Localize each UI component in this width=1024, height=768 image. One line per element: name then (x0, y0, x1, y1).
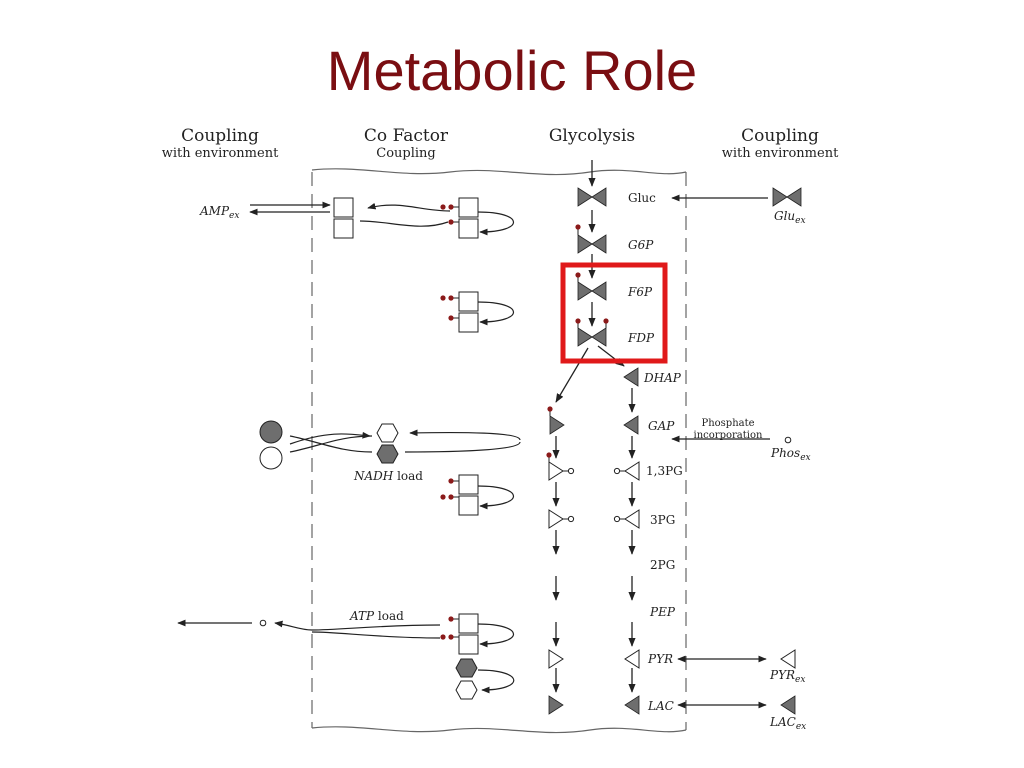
lac-right-glyph (624, 695, 640, 715)
label-pyr-ex: PYRex (769, 668, 805, 685)
atp-environment-dot (259, 619, 267, 627)
adp-cofactor-boxes (440, 197, 479, 239)
dhap-glyph (623, 367, 639, 387)
label-bpg: 1,3PG (646, 464, 683, 478)
glucose-glyph (577, 187, 607, 207)
lac-left-glyph (548, 695, 564, 715)
label-g6p: G6P (628, 238, 654, 252)
f6p-glyph (575, 272, 607, 301)
label-phosphate-line2: incorporation (694, 430, 763, 441)
bpg-atp-boxes (440, 474, 514, 516)
label-atp-load: ATP load (349, 609, 404, 623)
pep-atp-boxes (440, 613, 514, 655)
header-cofactor-subtitle: Coupling (376, 146, 436, 161)
header-glycolysis: Glycolysis (522, 126, 662, 146)
label-lac: LAC (647, 699, 674, 713)
bpg-left-glyph (546, 452, 575, 481)
fdp-glyph (575, 318, 609, 347)
label-dhap: DHAP (643, 371, 682, 385)
boundary-top-wave (311, 168, 687, 176)
nad-environment-circles (259, 420, 283, 470)
label-lac-ex: LACex (769, 715, 806, 732)
header-cofactor: Co Factor Coupling (336, 126, 476, 161)
label-nadh-load: NADH load (353, 469, 423, 483)
amp-cofactor-boxes (333, 197, 354, 239)
boundary-bottom-wave (311, 726, 687, 734)
pyr-ex-glyph (780, 649, 796, 669)
label-pep: PEP (649, 605, 676, 619)
atp-load-arrows (177, 619, 441, 639)
label-amp-ex: AMPex (199, 204, 239, 221)
header-coupling-right-title: Coupling (741, 126, 819, 146)
pyr-right-glyph (624, 649, 640, 669)
gap-left-glyph (547, 406, 565, 435)
header-coupling-left-title: Coupling (181, 126, 259, 146)
bpg-right-glyph (613, 461, 640, 481)
label-pyr: PYR (647, 652, 673, 666)
glycolysis-chain (552, 160, 636, 693)
right-coupling-arrows (671, 194, 770, 709)
label-fdp: FDP (627, 331, 655, 345)
slide-title: Metabolic Role (326, 39, 698, 102)
arrow-fdp-gap-left (555, 347, 589, 403)
header-glycolysis-title: Glycolysis (548, 126, 636, 146)
header-coupling-right: Coupling with environment (710, 126, 850, 161)
glu-ex-glyph (772, 187, 802, 207)
label-phosphate-line1: Phosphate (701, 418, 754, 429)
label-f6p: F6P (627, 285, 653, 299)
nadh-arrows (289, 429, 521, 453)
lac-ex-glyph (780, 695, 796, 715)
label-3pg: 3PG (650, 513, 675, 527)
pyr-left-glyph (548, 649, 564, 669)
highlight-box (560, 262, 668, 364)
pg3-left-glyph (548, 509, 575, 529)
g6p-glyph (575, 224, 607, 254)
cell-boundary (311, 168, 687, 734)
amp-exchange-arrows (249, 201, 331, 216)
label-glu-ex: Gluex (774, 209, 806, 226)
gap-right-glyph (623, 415, 639, 435)
nadh-hexagons (376, 423, 399, 464)
label-gap: GAP (648, 419, 675, 433)
label-2pg: 2PG (650, 558, 675, 572)
header-coupling-left: Coupling with environment (150, 126, 290, 161)
pg3-right-glyph (613, 509, 640, 529)
header-cofactor-title: Co Factor (363, 126, 449, 146)
lac-nadh-hexagons (455, 658, 515, 700)
label-gluc: Gluc (628, 191, 656, 205)
label-phos-ex: Phosex (770, 446, 811, 463)
header-coupling-left-subtitle: with environment (161, 146, 279, 161)
amp-cofactor-exchange (359, 202, 514, 236)
header-coupling-right-subtitle: with environment (721, 146, 839, 161)
phos-ex-glyph (784, 436, 792, 444)
f6p-atp-boxes (440, 291, 514, 333)
